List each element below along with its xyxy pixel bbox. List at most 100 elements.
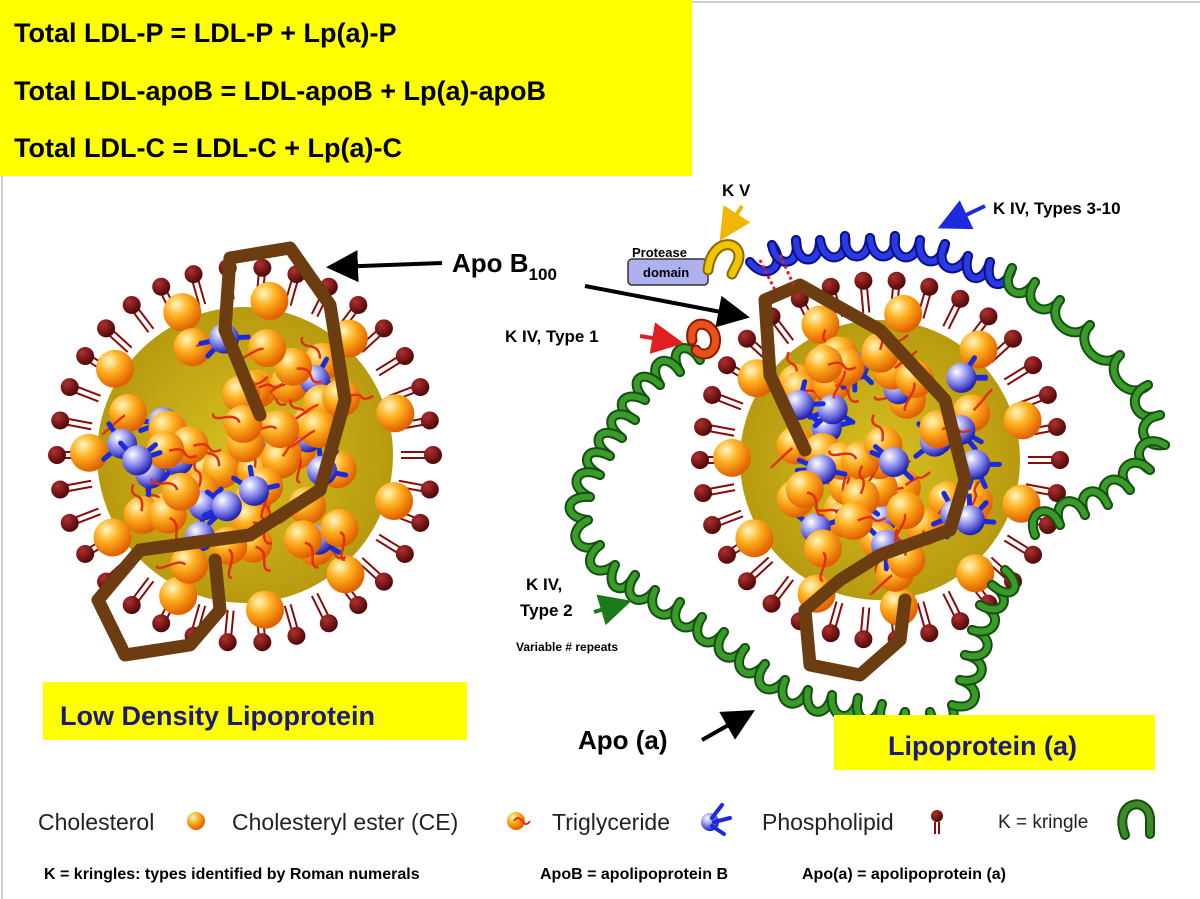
phospholipid-head xyxy=(122,596,141,615)
surface-cholesterol xyxy=(959,330,998,369)
legend-phospholipid-label: Phospholipid xyxy=(762,809,894,835)
kiv-types-3-10-arrow xyxy=(937,200,986,230)
cholesteryl-ester xyxy=(834,501,887,540)
disulfide-bond xyxy=(758,254,797,291)
surface-cholesterol xyxy=(1003,401,1042,440)
phospholipid-head xyxy=(48,446,66,464)
footer-apob: ApoB = apolipoprotein B xyxy=(540,866,728,883)
phospholipid-head xyxy=(951,289,970,308)
phospholipid-head xyxy=(122,295,141,314)
phospholipid-head xyxy=(737,572,756,591)
kv-label: K V xyxy=(722,181,751,200)
phospholipid-head xyxy=(420,480,439,499)
apo-a-label: Apo (a) xyxy=(578,725,668,755)
cholesteryl-ester xyxy=(320,509,359,562)
phospholipid-head xyxy=(374,319,393,338)
triglyceride xyxy=(960,449,1002,491)
phospholipid-head xyxy=(420,411,439,430)
apo-a-arrow xyxy=(701,710,755,742)
phospholipid-head xyxy=(821,624,840,643)
kiv-type2-label-2: Type 2 xyxy=(520,601,573,620)
kiv-types-3-10-label: K IV, Types 3-10 xyxy=(993,199,1121,218)
lpa-apob100-ribbon xyxy=(758,278,972,682)
footer-apoa: Apo(a) = apolipoprotein (a) xyxy=(802,866,1006,883)
surface-cholesterol xyxy=(376,394,415,433)
phospholipid-head xyxy=(762,594,781,613)
protease-label-1: Protease xyxy=(632,245,687,260)
legend-ce-tail xyxy=(513,817,531,825)
phospholipid-head xyxy=(920,277,939,296)
phospholipid-head xyxy=(703,516,722,535)
triglyceride xyxy=(794,454,848,485)
phospholipid-head xyxy=(184,265,203,284)
equation-ldl-c: Total LDL-C = LDL-C + Lp(a)-C xyxy=(14,133,402,163)
phospholipid-head xyxy=(717,545,736,564)
phospholipid-head xyxy=(821,277,840,296)
triglyceride xyxy=(118,440,163,476)
apob-arrow-right xyxy=(584,284,750,328)
footer-kringles: K = kringles: types identified by Roman … xyxy=(44,866,420,883)
lpa-particle xyxy=(691,271,1069,682)
legend-phospholipid-icon xyxy=(931,810,943,822)
legend-cholesterol-label: Cholesterol xyxy=(38,809,154,835)
phospholipid-head xyxy=(51,480,70,499)
surface-cholesterol xyxy=(1002,484,1041,523)
ldl-surface-cholesterol xyxy=(70,281,415,629)
phospholipid-head xyxy=(218,633,237,652)
legend-ce-label: Cholesteryl ester (CE) xyxy=(232,809,458,835)
cholesteryl-ester xyxy=(886,491,925,543)
variable-repeats-label: Variable # repeats xyxy=(516,640,618,654)
surface-cholesterol xyxy=(159,576,198,615)
surface-cholesterol xyxy=(70,433,109,472)
phospholipid-head xyxy=(395,544,414,563)
cholesteryl-ester xyxy=(150,472,200,511)
phospholipid-head xyxy=(424,446,442,464)
ldl-title-box xyxy=(43,682,467,740)
legend-kringle-icon-fill xyxy=(1119,801,1153,838)
phospholipid-head xyxy=(76,544,95,563)
surface-cholesterol xyxy=(375,482,414,521)
cholesteryl-ester xyxy=(803,529,842,582)
surface-cholesterol xyxy=(250,281,289,320)
phospholipid-head xyxy=(691,451,709,469)
lpa-phospholipid-shell xyxy=(691,271,1069,649)
kv-arrow xyxy=(719,204,751,241)
kiv-type2-arrow xyxy=(593,594,632,626)
phospholipid-head xyxy=(1024,356,1043,375)
triglyceride xyxy=(869,444,914,481)
cholesteryl-ester xyxy=(146,431,198,470)
legend-cholesterol-icon xyxy=(187,812,205,830)
surface-cholesterol xyxy=(735,519,774,558)
phospholipid-head xyxy=(717,356,736,375)
phospholipid-head xyxy=(349,596,368,615)
phospholipid-head xyxy=(887,271,906,290)
phospholipid-head xyxy=(854,271,873,290)
phospholipid-head xyxy=(854,630,873,649)
surface-cholesterol xyxy=(163,293,202,332)
cholesteryl-ester xyxy=(785,470,825,517)
surface-cholesterol xyxy=(884,294,923,333)
lpa-surface-cholesterol xyxy=(713,294,1042,626)
phospholipid-head xyxy=(319,614,338,633)
cholesteryl-ester xyxy=(155,545,209,584)
surface-cholesterol xyxy=(801,305,840,344)
phospholipid-head xyxy=(253,633,272,652)
phospholipid-head xyxy=(152,277,171,296)
phospholipid-head xyxy=(1047,417,1066,436)
phospholipid-head xyxy=(979,307,998,326)
cholesteryl-ester xyxy=(805,345,857,384)
phospholipid-head xyxy=(349,295,368,314)
phospholipid-head xyxy=(1038,385,1057,404)
phospholipid-head xyxy=(411,513,430,532)
phospholipid-head xyxy=(703,385,722,404)
lpa-title-box xyxy=(834,715,1155,770)
phospholipid-head xyxy=(411,378,430,397)
phospholipid-head xyxy=(1004,329,1023,348)
apob100-label: Apo B100 xyxy=(452,248,557,284)
equation-ldl-apob: Total LDL-apoB = LDL-apoB + Lp(a)-apoB xyxy=(14,76,546,106)
kringle-kv-fill xyxy=(704,241,743,278)
ldl-title: Low Density Lipoprotein xyxy=(60,701,375,731)
equation-box xyxy=(0,0,692,176)
legend-kringle-label: K = kringle xyxy=(998,812,1088,833)
